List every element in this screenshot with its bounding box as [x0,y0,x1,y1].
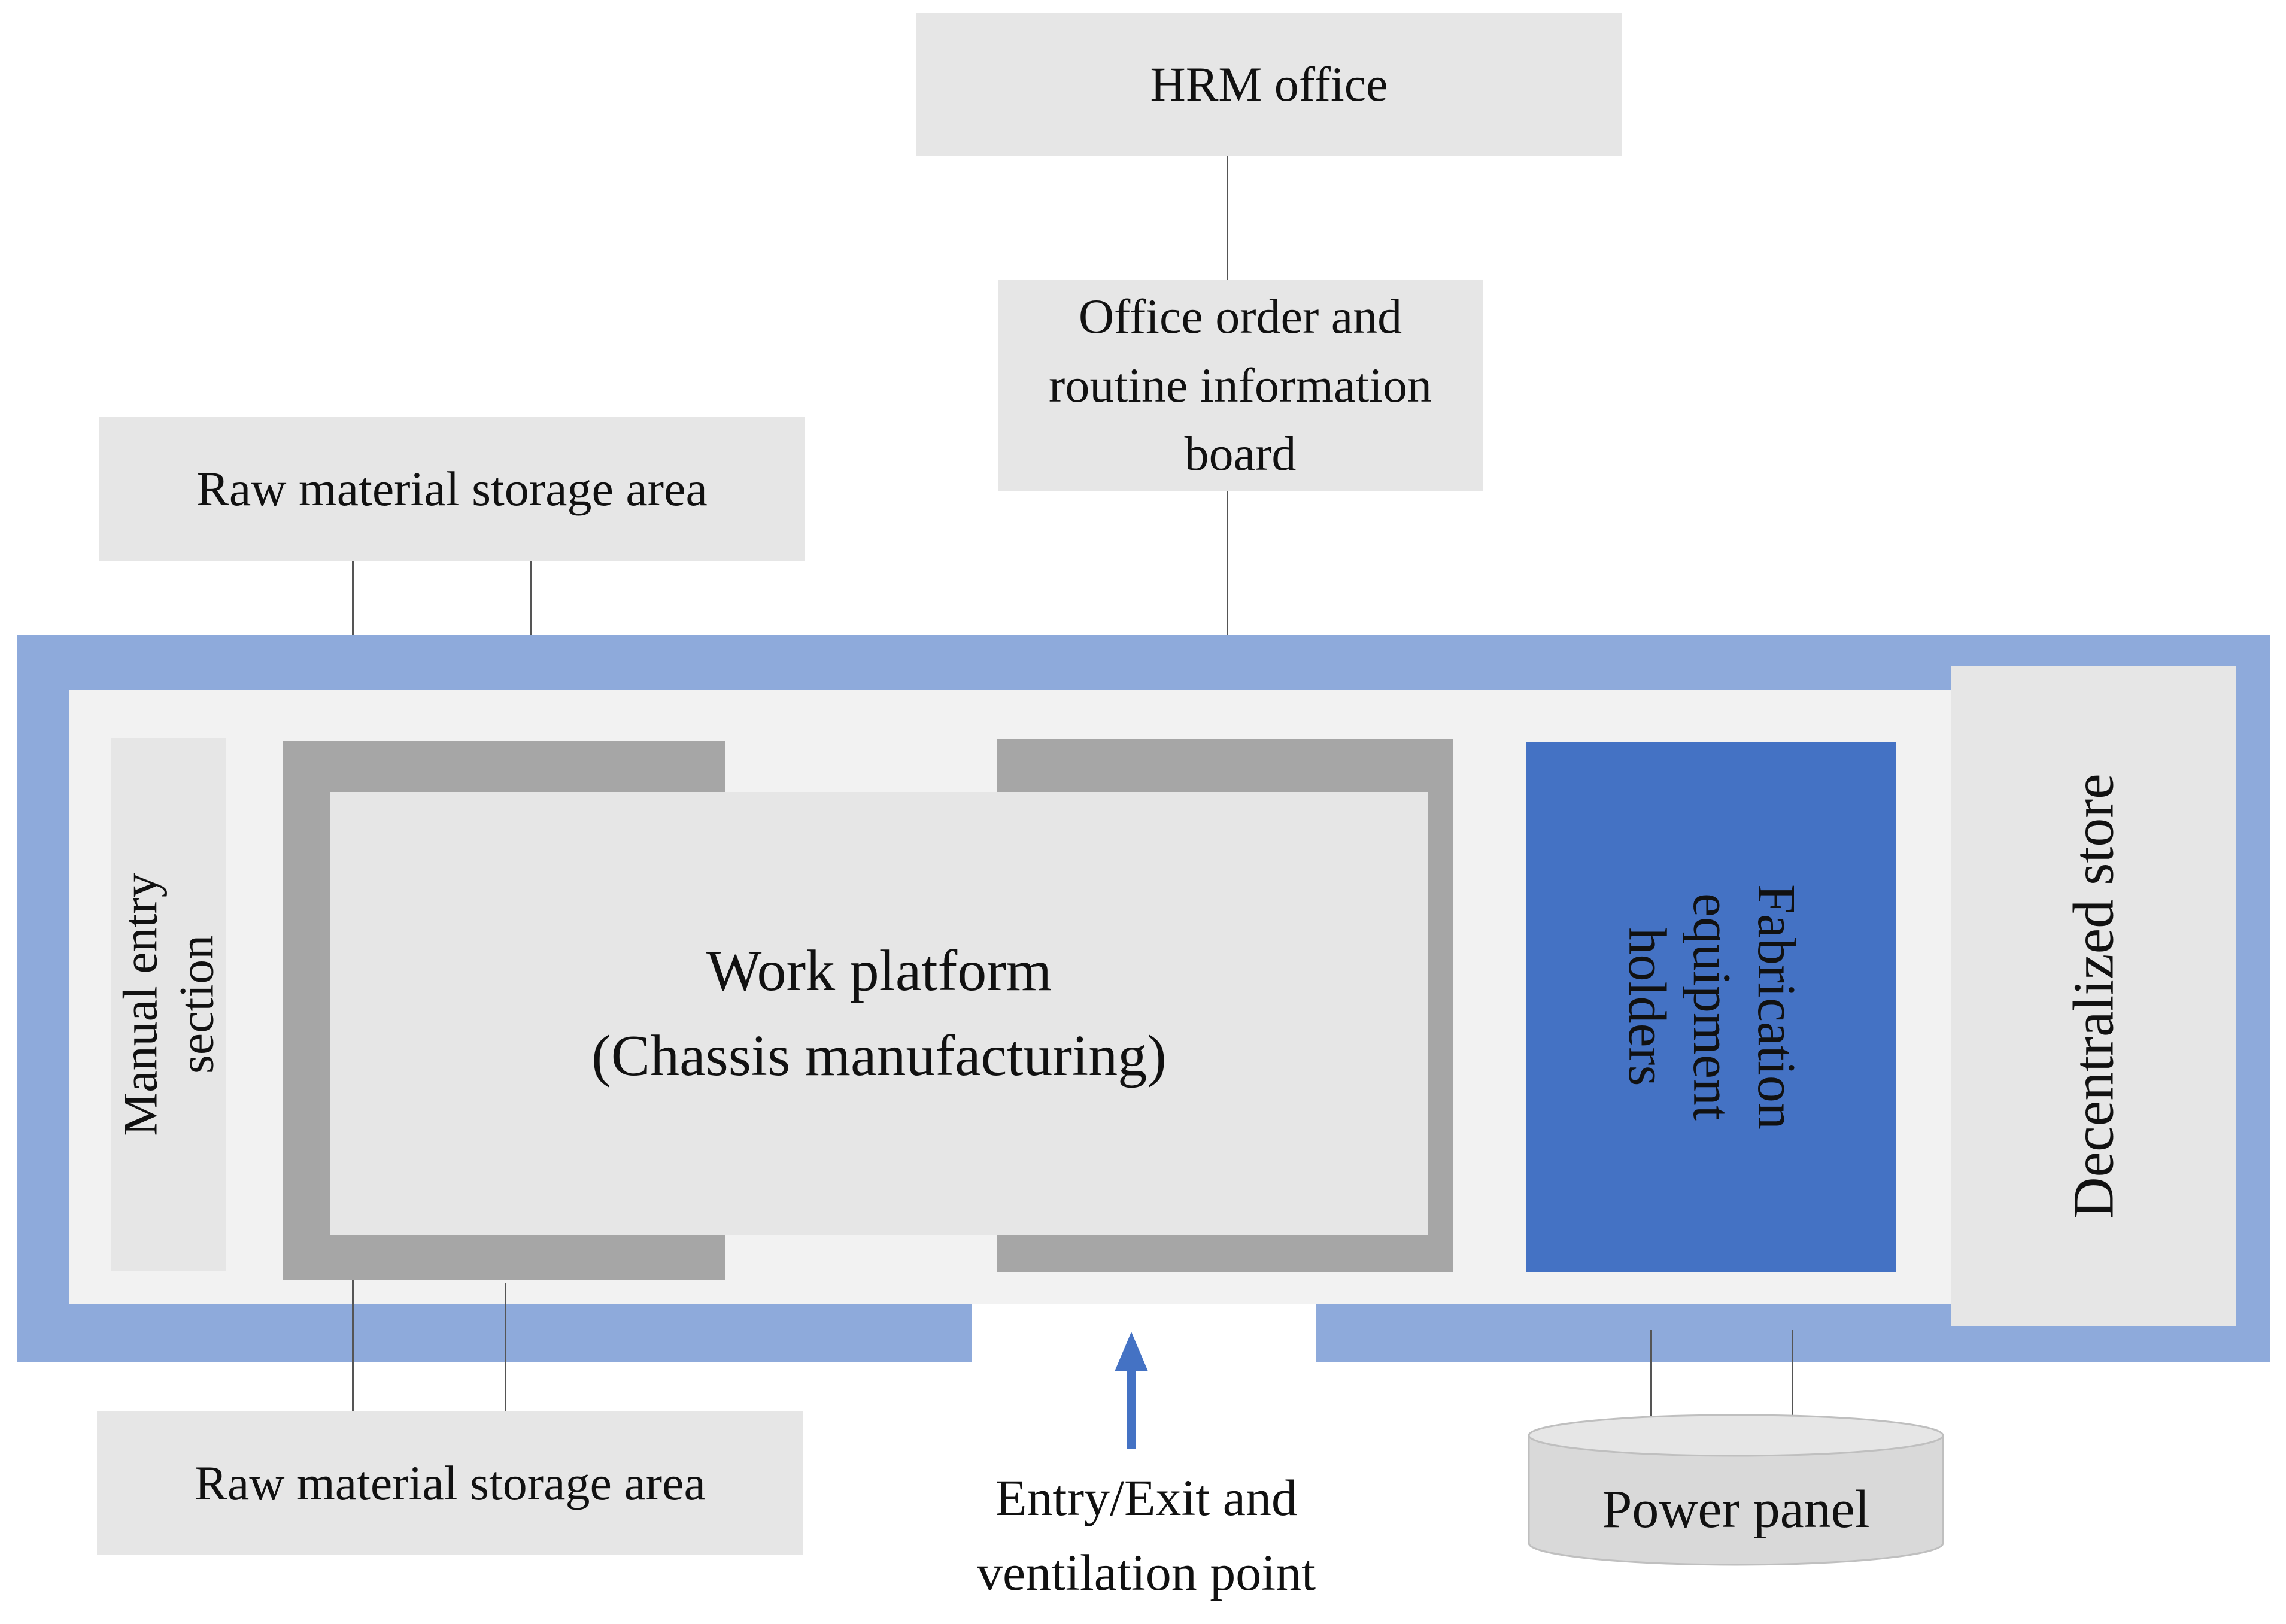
raw-material-storage-bottom: Raw material storage area [97,1411,803,1555]
connector-line [352,1280,354,1411]
fabrication-label: Fabrication equipment holders [1617,884,1806,1130]
manual-entry-section [111,738,226,1271]
office-board-box: Office order and routine information boa… [998,280,1483,491]
entry-gap [972,1304,1316,1362]
work-platform: Work platform (Chassis manufacturing) [330,792,1428,1235]
connector-line [1227,156,1228,280]
raw-material-storage-top-label: Raw material storage area [196,461,708,516]
hrm-office-label: HRM office [1150,56,1388,111]
work-platform-label-line1: Work platform [706,938,1052,1003]
entry-exit-label-box: Entry/Exit and ventilation point [946,1461,1347,1610]
decentralized-store-label: Decentralized store [2061,773,2126,1219]
decentralized-store [1951,666,2236,1326]
raw-material-storage-top: Raw material storage area [99,417,805,561]
connector-line [505,1283,506,1411]
connector-line [1792,1330,1793,1426]
power-panel-label: Power panel [1602,1480,1870,1539]
connector-line [1227,491,1228,742]
entry-exit-label: Entry/Exit and ventilation point [976,1469,1316,1601]
hrm-office-box: HRM office [916,13,1622,156]
arrow-up-icon [1115,1332,1148,1449]
connector-line [1650,1330,1652,1426]
fabrication-equipment-holders [1526,742,1896,1272]
raw-material-storage-bottom-label: Raw material storage area [195,1455,706,1510]
work-platform-label-line2: (Chassis manufacturing) [591,1024,1167,1088]
power-panel-label-box: Power panel [1526,1479,1945,1540]
manual-entry-label: Manual entry section [113,873,224,1136]
power-panel-cylinder [1528,1414,1944,1566]
office-board-label: Office order and routine information boa… [1049,289,1432,481]
